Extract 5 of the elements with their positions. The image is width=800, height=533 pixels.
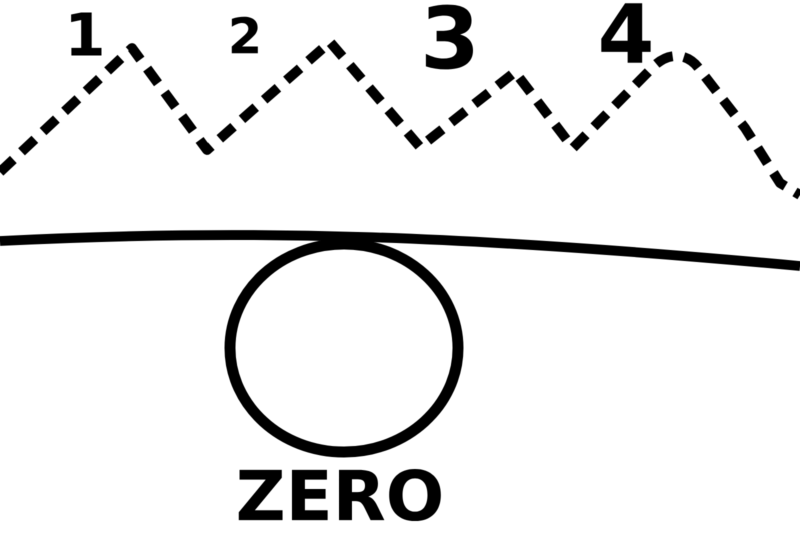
peak-number: 3 [426, 4, 473, 70]
peak-number: 4 [601, 3, 651, 63]
peak-number: 2 [232, 16, 258, 54]
peak-number: 1 [71, 12, 102, 56]
caption-text: ZERO [238, 468, 441, 522]
